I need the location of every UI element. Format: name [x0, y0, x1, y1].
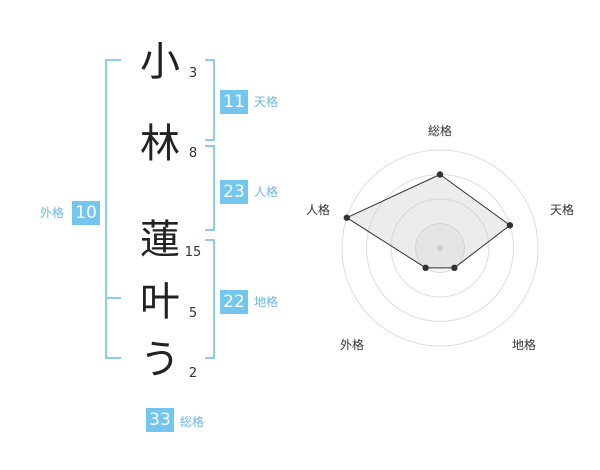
stroke-count-5: 2	[188, 366, 198, 381]
chikaku-value: 22	[220, 290, 248, 314]
radar-axis-label-3: 外格	[339, 338, 364, 352]
radar-point-0	[436, 171, 444, 178]
radar-point-3	[422, 264, 429, 272]
tenkaku-value: 11	[220, 90, 248, 114]
radar-point-4	[343, 214, 350, 221]
stroke-count-1: 3	[188, 66, 198, 81]
stroke-count-3: 15	[184, 245, 202, 260]
radar-axis-label-4: 人格	[305, 203, 330, 217]
name-char-4: 叶	[140, 279, 180, 325]
chikaku-bracket	[205, 239, 215, 359]
jinkaku-label: 人格	[254, 185, 279, 199]
tenkaku-label: 天格	[254, 95, 279, 109]
radar-center-dot	[437, 245, 443, 251]
gaikaku-label: 外格	[40, 206, 65, 220]
radar-axis-label-0: 総格	[427, 124, 452, 138]
name-char-1: 小	[140, 39, 180, 85]
name-char-3: 蓮	[140, 217, 180, 263]
name-char-5: う	[140, 337, 180, 383]
radar-ring	[341, 149, 539, 347]
stroke-count-2: 8	[188, 146, 198, 161]
jinkaku-bracket	[205, 145, 215, 231]
radar-point-1	[506, 222, 514, 229]
gaikaku-value: 10	[72, 201, 100, 225]
soukaku-label: 総格	[180, 415, 205, 429]
radar-axis-label-1: 天格	[549, 203, 574, 217]
tenkaku-bracket	[205, 59, 215, 141]
jinkaku-value: 23	[220, 180, 248, 204]
name-char-2: 林	[140, 121, 180, 167]
radar-axis-label-2: 地格	[511, 338, 536, 352]
radar-point-2	[451, 264, 458, 272]
soukaku-value: 33	[146, 408, 174, 432]
chikaku-label: 地格	[254, 295, 279, 309]
stroke-count-4: 5	[188, 306, 198, 321]
radar-series-polygon	[345, 173, 511, 269]
radar-ring	[390, 198, 490, 298]
outer-bracket	[105, 59, 121, 359]
